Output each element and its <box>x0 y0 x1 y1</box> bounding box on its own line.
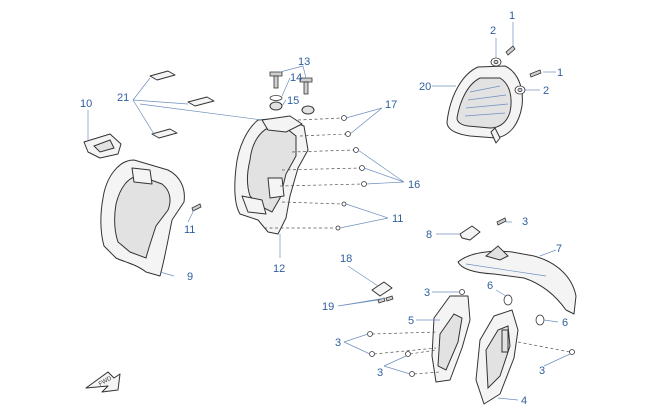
callout-18: 18 <box>340 253 352 265</box>
cable-guide-part-18 <box>371 281 393 297</box>
callout-13: 13 <box>298 56 310 68</box>
nut-part-2-lower <box>514 85 526 95</box>
callout-3-left: 3 <box>335 337 341 349</box>
screw-part-3-top <box>496 217 507 226</box>
fastener-lines-3 <box>371 331 571 375</box>
bracket-frame-part-12 <box>234 115 309 235</box>
inner-shield-part-9 <box>100 159 185 277</box>
screw-part-1-lower <box>529 69 542 78</box>
callout-16: 16 <box>408 179 420 191</box>
callout-21: 21 <box>117 92 129 104</box>
front-mudguard-part-7 <box>457 245 577 315</box>
callout-3-right: 3 <box>539 365 545 377</box>
deflector-part-10 <box>83 133 122 159</box>
screw-part-1-upper <box>505 45 516 56</box>
spacer-part-6-right <box>535 314 545 326</box>
fastener-lines-17-16-11 <box>264 117 363 229</box>
callout-19: 19 <box>322 301 334 313</box>
callout-4: 4 <box>521 395 527 407</box>
callout-3-lower: 3 <box>377 367 383 379</box>
callout-6-right: 6 <box>562 317 568 329</box>
leader-lines <box>87 22 571 401</box>
callout-8: 8 <box>426 229 432 241</box>
screw-part-11-left <box>191 203 202 212</box>
callout-15: 15 <box>287 95 299 107</box>
callout-labels: 1 2 1 2 20 13 14 15 21 10 17 16 11 11 9 … <box>80 10 568 407</box>
pad-part-21 <box>149 70 215 139</box>
washer-part-14 <box>269 95 283 101</box>
callout-1-lower: 1 <box>557 67 563 79</box>
callout-5: 5 <box>408 315 414 327</box>
bolt-part-13 <box>269 71 313 95</box>
clip-part-8 <box>459 225 481 241</box>
headlight-part-20 <box>446 65 523 144</box>
callout-1-upper: 1 <box>509 10 515 22</box>
nuts-part-16 <box>353 147 367 187</box>
screws-part-11-right <box>335 201 347 231</box>
callout-3-top: 3 <box>522 216 528 228</box>
callout-7: 7 <box>556 243 562 255</box>
nut-part-2-upper <box>490 57 502 67</box>
screws-part-3 <box>367 289 575 377</box>
callout-12: 12 <box>273 263 285 275</box>
grommet-part-15 <box>269 101 315 115</box>
callout-20: 20 <box>419 81 431 93</box>
forward-arrow-icon: FWD <box>85 371 121 393</box>
callout-11-right: 11 <box>392 213 403 225</box>
callout-10: 10 <box>80 98 92 110</box>
callout-11-left: 11 <box>184 224 195 236</box>
callout-3-middle: 3 <box>424 287 430 299</box>
screws-part-17 <box>341 115 351 137</box>
screws-part-19 <box>377 295 394 304</box>
callout-14: 14 <box>290 72 302 84</box>
fork-cover-right-part-4 <box>475 309 519 405</box>
callout-6-left: 6 <box>487 280 493 292</box>
callout-9: 9 <box>187 271 193 283</box>
callout-2-upper: 2 <box>490 25 496 37</box>
fork-cover-left-part-5 <box>431 295 471 383</box>
callout-17: 17 <box>385 99 397 111</box>
spacer-part-6-left <box>503 294 513 306</box>
callout-2-lower: 2 <box>543 85 549 97</box>
